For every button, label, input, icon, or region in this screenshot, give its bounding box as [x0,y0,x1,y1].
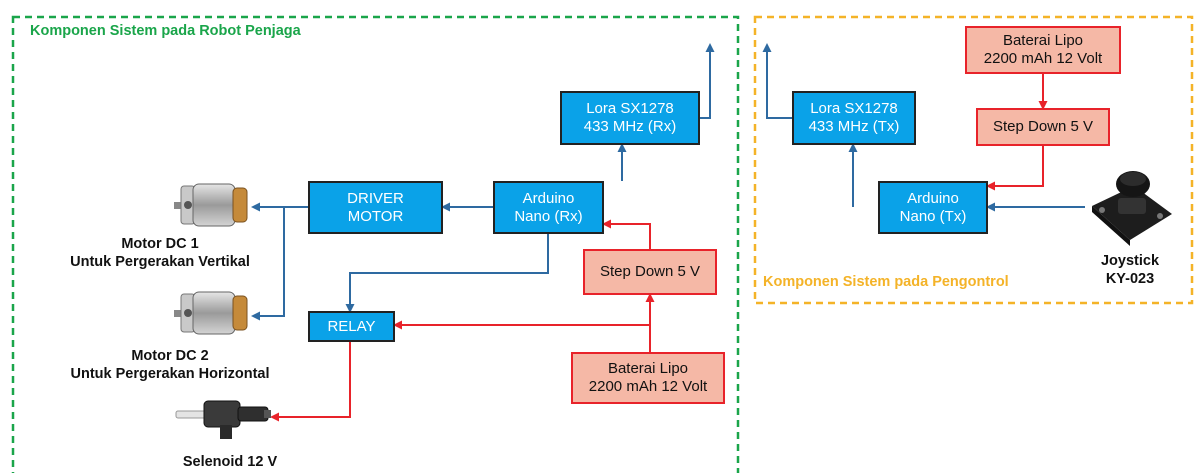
motor-dc-2-label: Motor DC 2 Untuk Pergerakan Horizontal [50,347,290,383]
lora-rx-antenna [700,45,710,118]
arrow-stepdown-to-arduino [604,224,650,249]
motor-dc-1-image [174,184,247,226]
stepdown-rx-block: Step Down 5 V [583,249,717,295]
motor-dc-1-label: Motor DC 1 Untuk Pergerakan Vertikal [40,235,280,271]
arrow-arduino-to-relay [350,234,548,311]
lora-tx-block: Lora SX1278 433 MHz (Tx) [792,91,916,145]
solenoid-image [176,401,271,439]
arrow-stepdown-tx-to-arduino-tx [988,146,1043,186]
arduino-rx-block: Arduino Nano (Rx) [493,181,604,234]
joystick-image [1092,171,1172,246]
motor-dc-2-image [174,292,247,334]
battery-rx-block: Baterai Lipo 2200 mAh 12 Volt [571,352,725,404]
lora-rx-block: Lora SX1278 433 MHz (Rx) [560,91,700,145]
battery-tx-block: Baterai Lipo 2200 mAh 12 Volt [965,26,1121,74]
lora-tx-antenna [767,45,792,118]
controller-group-title: Komponen Sistem pada Pengontrol [763,274,1009,290]
arduino-tx-block: Arduino Nano (Tx) [878,181,988,234]
relay-block: RELAY [308,311,395,342]
solenoid-label: Selenoid 12 V [150,453,310,471]
driver-motor-block: DRIVER MOTOR [308,181,443,234]
joystick-label: Joystick KY-023 [1090,252,1170,288]
robot-group-title: Komponen Sistem pada Robot Penjaga [30,23,301,39]
stepdown-tx-block: Step Down 5 V [976,108,1110,146]
